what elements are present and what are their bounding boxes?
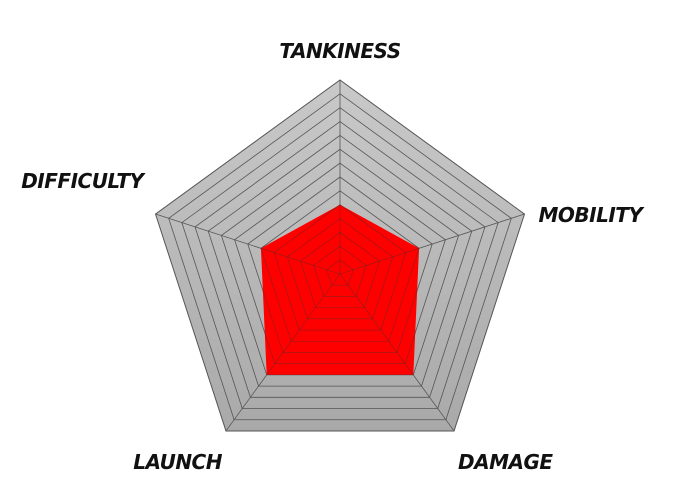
data-grid-ring [260,204,420,364]
data-grid-ring [313,245,367,297]
axis-label-damage: DAMAGE [458,450,553,474]
data-grid-spoke [260,273,341,375]
axis-label-launch: LAUNCH [133,450,222,474]
axis-label-tankiness: TANKINESS [279,39,400,63]
grid-ring [194,121,486,398]
data-grid-ring [273,204,407,331]
data-grid-ring [326,259,354,286]
data-grid-spoke [339,213,420,275]
grid-ring [181,107,499,409]
data-grid-spoke [339,273,420,375]
label-layer: TANKINESS MOBILITY DAMAGE LAUNCH DIFFICULTY [21,39,646,474]
grid-ring [168,93,512,421]
data-grid-ring [286,218,394,320]
data-grid-spoke [260,213,341,275]
grid-ring [207,134,473,387]
data-layer [260,204,420,375]
axis-label-difficulty: DIFFICULTY [21,169,146,193]
data-grid-ring [300,232,380,308]
axis-label-mobility: MOBILITY [539,203,646,227]
